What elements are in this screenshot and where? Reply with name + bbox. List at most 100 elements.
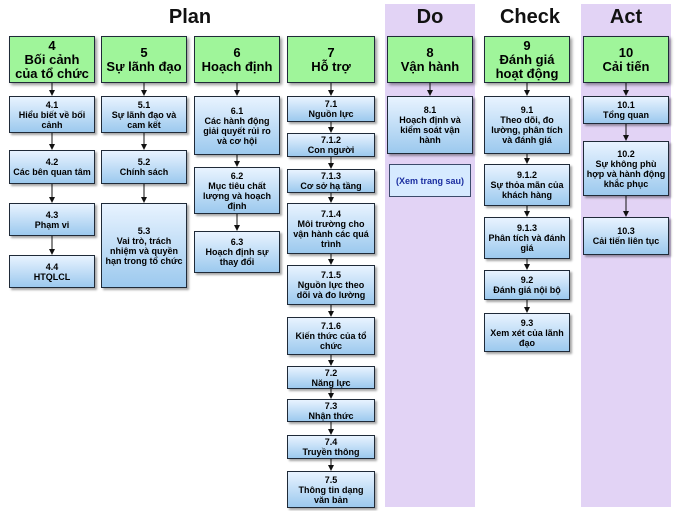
clause-title: Cải tiến: [602, 58, 650, 74]
item-label: Nguồn lực theo dõi và đo lường: [296, 280, 366, 300]
clause-title: Hỗ trợ: [311, 58, 351, 74]
item-label: Hiểu biết về bối cảnh: [18, 109, 86, 130]
clause-title: Sự lãnh đạo: [106, 58, 182, 74]
phase-do: Do: [416, 6, 444, 28]
item-number: 5.3: [137, 225, 151, 236]
item-number: 8.1: [423, 105, 437, 115]
clause-number: 4: [48, 37, 56, 53]
item-label: Phạm vi: [34, 219, 70, 230]
item-label: Nguồn lực: [308, 109, 354, 119]
item-number: 4.2: [45, 157, 59, 167]
clause-title: Hoạch định: [201, 58, 273, 74]
clause-number: 8: [426, 44, 434, 60]
see-next-page-note[interactable]: (Xem trang sau): [389, 164, 471, 197]
item-number: 5.2: [137, 157, 151, 167]
item-label: Nhận thức: [308, 410, 354, 421]
item-number: 7.1: [324, 99, 338, 109]
item-label: Sự lãnh đạo và cam kết: [111, 109, 177, 130]
item-label: Hoạch định sự thay đổi: [205, 247, 269, 267]
item-label: Cơ sở hạ tầng: [300, 181, 362, 191]
item-number: 4.3: [45, 209, 59, 220]
item-label: Truyền thông: [302, 447, 360, 457]
clause-title: Bối cảnh: [24, 51, 80, 67]
clause-number: 10: [618, 44, 634, 60]
item-label: Theo dõi, đo lường, phân tích và đánh gi…: [491, 115, 563, 145]
clause-number: 5: [140, 44, 148, 60]
item-label: Các hành động giải quyết rủi ro và cơ hộ…: [203, 115, 271, 146]
item-label: Cải tiến liên tục: [592, 236, 660, 246]
item-label: Mục tiêu chất lượng và hoạch định: [203, 180, 271, 211]
item-number: 10.1: [617, 100, 635, 110]
item-number: 9.1: [520, 105, 534, 115]
item-label: Sự không phù hợp và hành động khắc phục: [586, 158, 666, 189]
clause-number: 6: [233, 44, 241, 60]
clause-title-line2: hoạt động: [495, 65, 559, 81]
note-text: (Xem trang sau): [395, 175, 464, 186]
clause-title: Vận hành: [400, 58, 460, 74]
clause-title: Đánh giá: [499, 51, 555, 67]
phase-plan: Plan: [168, 6, 212, 28]
item-number: 7.3: [324, 400, 338, 411]
item-label: Tổng quan: [603, 110, 649, 120]
item-label: Sự thỏa mãn của khách hàng: [490, 180, 564, 200]
item-number: 7.5: [324, 474, 338, 485]
item-number: 4.1: [45, 99, 59, 110]
item-number: 9.1.3: [516, 223, 538, 233]
item-number: 7.1.4: [320, 208, 342, 219]
clause-title-line2: của tổ chức: [15, 65, 89, 81]
item-label: Đánh giá nội bộ: [493, 285, 561, 295]
item-number: 9.3: [520, 317, 534, 328]
item-label: Con người: [307, 145, 355, 155]
item-label: Vai trò, trách nhiệm và quyền hạn trong …: [105, 235, 183, 266]
item-number: 7.1.6: [320, 321, 342, 331]
item-label: Chính sách: [119, 167, 169, 177]
item-number: 7.1.2: [320, 135, 342, 145]
item-label: Năng lực: [311, 377, 351, 388]
item-number: 7.2: [324, 367, 338, 378]
item-label: Thông tin dạng văn bản: [298, 484, 364, 505]
item-number: 6.3: [230, 237, 244, 247]
item-number: 9.1.2: [516, 170, 538, 180]
item-number: 5.1: [137, 99, 151, 110]
item-number: 7.1.3: [320, 171, 342, 181]
item-label: Kiến thức của tổ chức: [295, 331, 367, 351]
item-label: Các bên quan tâm: [13, 167, 91, 177]
